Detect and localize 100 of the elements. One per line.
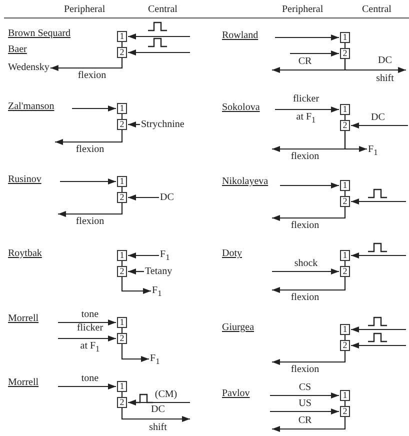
arrow [351,326,406,332]
arrow [351,252,406,258]
stimulus-label: Strychnine [141,119,184,130]
arrow [351,122,408,128]
connector-line [344,115,346,120]
numbered-box: 2 [340,266,350,277]
edge-label: DC shift [148,403,168,435]
arrow [128,50,190,56]
arrow [351,342,406,348]
connector-line [344,191,346,196]
column-header: Peripheral [64,4,106,16]
column-header: Central [362,4,392,16]
arrow [344,59,406,73]
numbered-box: 1 [340,324,350,335]
author-name: Morrell [8,377,39,389]
numbered-box: 2 [117,119,127,130]
edge-label: shock [293,258,319,270]
arrow [344,131,367,152]
edge-label: flicker at F$_{1}$ [76,321,104,355]
arrow [121,408,190,422]
arrow [290,50,339,56]
numbered-box: 1 [340,180,350,191]
edge-label: DC [370,112,386,124]
edge-label: US [298,398,312,410]
arrow [128,268,144,274]
numbered-box: 2 [117,397,127,408]
numbered-box: 2 [340,48,350,59]
connector-line [121,42,123,47]
arrow [58,336,116,342]
arrow [58,203,123,217]
stimulus-label: F$_{1}$ [150,353,160,367]
arrow [121,277,151,294]
arrow [60,178,116,184]
numbered-box: 1 [117,250,127,261]
connector-line [121,328,123,333]
connector-line [121,114,123,119]
arrow [270,392,339,398]
numbered-box: 1 [117,31,127,42]
arrow [272,417,346,432]
numbered-box: 2 [117,333,127,344]
arrow [128,400,190,406]
numbered-box: 2 [340,196,350,207]
numbered-box: 2 [340,340,350,351]
arrow [272,268,339,274]
connector-line [121,392,123,397]
numbered-box: 2 [340,406,350,417]
numbered-box: 1 [340,390,350,401]
numbered-box: 2 [117,47,127,58]
edge-label: (CM) [154,388,178,400]
numbered-box: 2 [117,192,127,203]
arrow [72,106,116,112]
stimulus-label: Wedensky [8,62,50,73]
stimulus-label: DC [160,192,174,203]
numbered-box: 1 [117,381,127,392]
author-name: Rowland [222,30,258,42]
edge-label: DC shift [375,54,395,86]
author-name: Roytbak [8,248,42,260]
author-name: Baer [8,44,27,56]
stimulus-label: Tetany [145,266,172,277]
arrow [128,252,159,258]
edge-label: tone [80,372,100,384]
arrow [351,198,406,204]
arrow [272,207,346,221]
author-name: Zal'manson [8,101,54,113]
arrow [55,130,123,145]
arrow [58,320,116,326]
author-name: Rusinov [8,174,42,186]
edge-label: CS [298,382,312,394]
connector-line [121,261,123,266]
column-header: Peripheral [282,4,324,16]
numbered-box: 1 [340,32,350,43]
numbered-box: 1 [340,250,350,261]
edge-label: flicker at F$_{1}$ [292,92,320,126]
connector-line [121,187,123,192]
stimulus-label: F$_{1}$ [368,144,378,158]
arrow [128,122,140,128]
connector-line [344,335,346,340]
arrow [275,106,339,112]
author-name: Pavlov [222,388,250,400]
numbered-box: 1 [117,103,127,114]
arrow [272,351,346,365]
arrow [128,194,159,200]
connector-line [344,261,346,266]
arrow [50,58,123,71]
stimulus-label: F$_{1}$ [152,285,162,299]
numbered-box: 1 [340,104,350,115]
arrow [275,34,339,40]
connector-line [344,43,346,48]
author-name: Morrell [8,313,39,325]
author-name: Giurgea [222,322,254,334]
author-name: Nikolayeva [222,176,268,188]
arrow [280,182,339,188]
column-header: Central [148,4,178,16]
stimulus-label: F$_{1}$ [160,249,170,263]
arrow [128,34,190,40]
numbered-box: 1 [117,317,127,328]
arrow [121,344,149,362]
numbered-box: 1 [117,176,127,187]
arrow [272,277,346,293]
arrow [270,408,339,414]
